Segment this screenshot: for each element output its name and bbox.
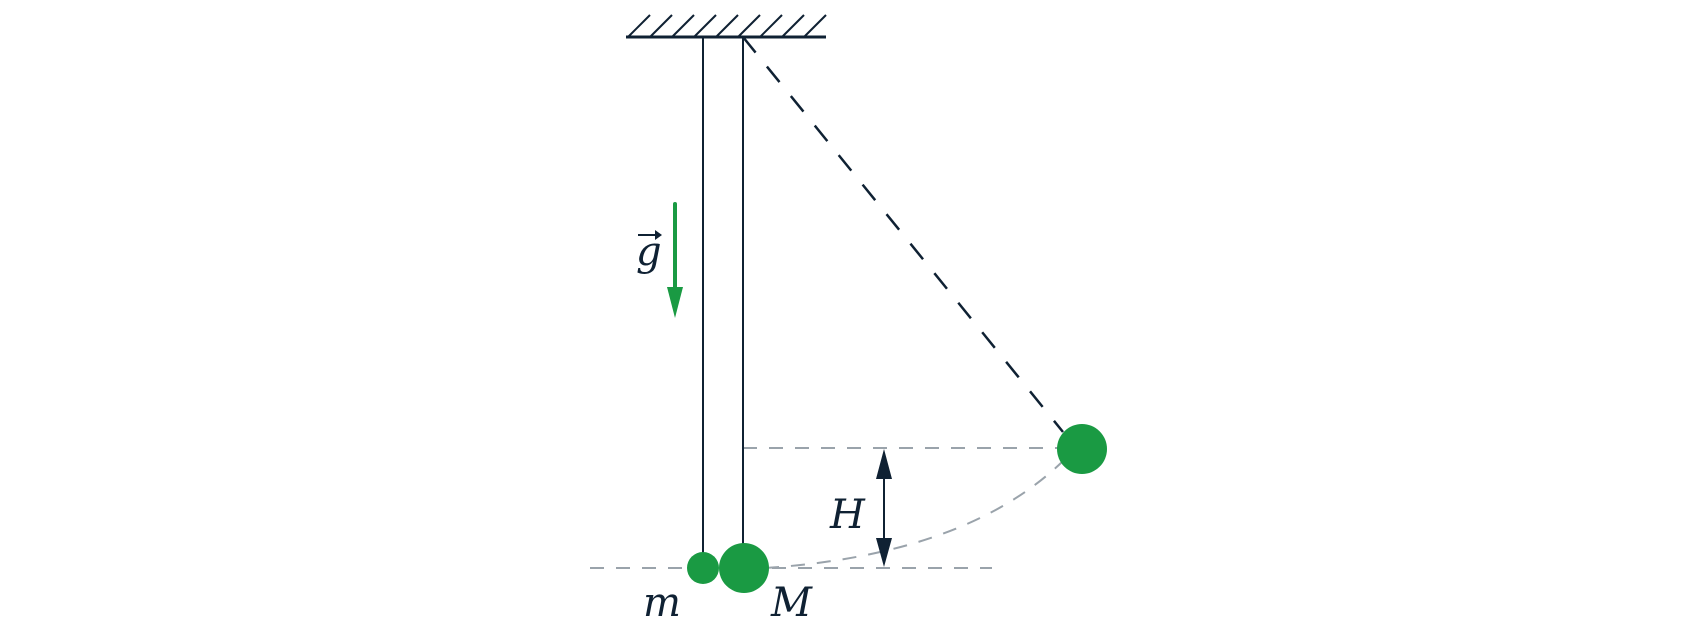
large-mass-label: M (770, 580, 813, 626)
ceiling-hatching (627, 14, 827, 38)
small-mass-label: m (643, 580, 681, 626)
height-dimension: H (829, 449, 892, 567)
raised-large-mass-ball (1057, 424, 1107, 474)
gravity-label-group: g (636, 229, 662, 275)
gravity-arrow-head (667, 287, 683, 318)
height-label: H (829, 492, 866, 538)
gravity-label: g (636, 229, 662, 275)
height-arrow-head-down (876, 538, 892, 567)
ceiling-support (626, 14, 827, 39)
vector-bar-arrowhead-icon (655, 230, 662, 240)
string-raised-position (742, 36, 1064, 433)
small-mass-ball (687, 552, 719, 584)
swing-arc-path (764, 461, 1063, 569)
gravity-vector (667, 202, 683, 318)
height-arrow-head-up (876, 449, 892, 479)
large-mass-ball (719, 543, 769, 593)
